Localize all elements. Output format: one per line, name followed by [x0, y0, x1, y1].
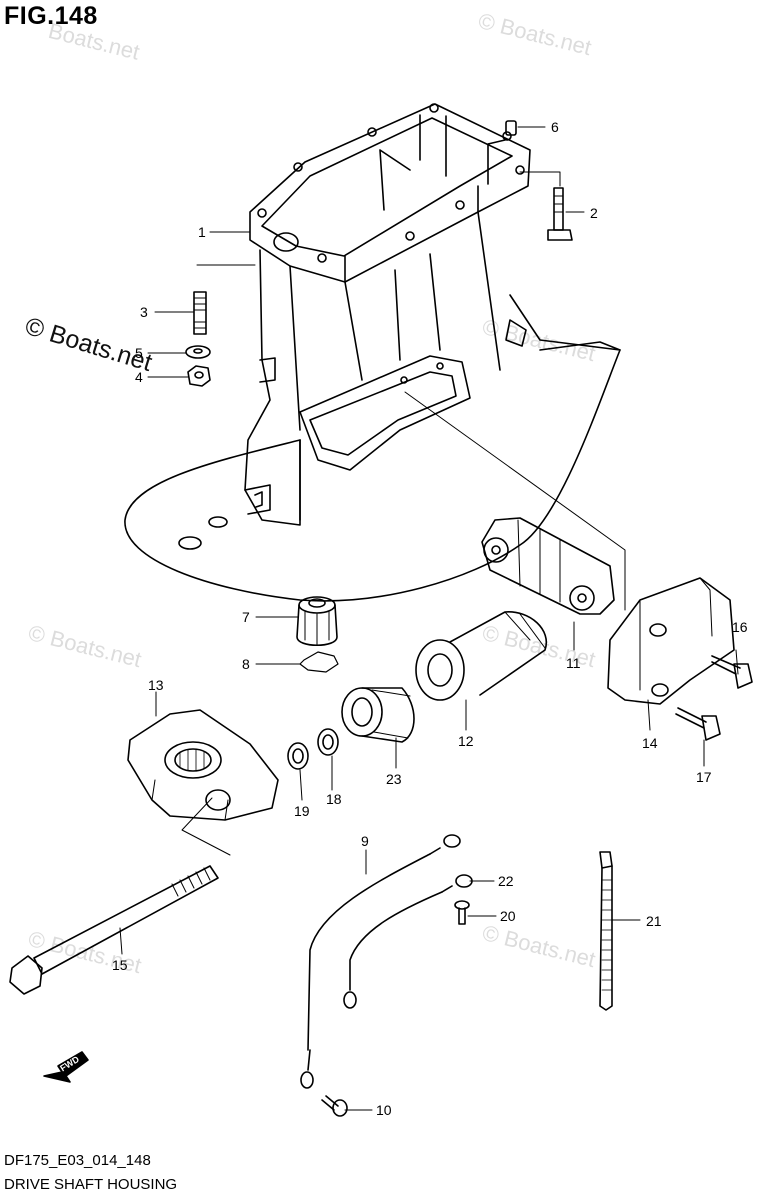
- long-bolt-part-15: [9, 865, 219, 995]
- callout-12: 12: [458, 733, 474, 749]
- model-code: DF175_E03_014_148: [4, 1152, 151, 1169]
- ground-wire-part-22: [343, 874, 473, 1009]
- callout-5: 5: [135, 345, 143, 361]
- mount-bracket-part-11: [481, 517, 615, 615]
- callout-19: 19: [294, 803, 310, 819]
- section-name: DRIVE SHAFT HOUSING: [4, 1176, 178, 1193]
- dowel-pin-part-6: [505, 120, 517, 136]
- rubber-mount-part-12: [415, 611, 548, 701]
- lower-mount-part-13: [127, 709, 279, 821]
- callout-18: 18: [326, 791, 342, 807]
- callout-6: 6: [551, 119, 559, 135]
- callout-4: 4: [135, 369, 143, 385]
- figure-title: FIG.148: [4, 2, 98, 30]
- cable-tie-part-21: [599, 851, 613, 1011]
- washer-part-18: [317, 728, 339, 756]
- drive-shaft-housing: [124, 103, 621, 602]
- callout-22: 22: [498, 873, 514, 889]
- callout-1: 1: [198, 224, 206, 240]
- callout-13: 13: [148, 677, 164, 693]
- callout-10: 10: [376, 1102, 392, 1118]
- washer-part-19: [287, 742, 309, 770]
- assembly-line-mount: [404, 391, 626, 611]
- mount-bracket-part-14: [607, 577, 735, 705]
- assembly-line-bolt-15: [181, 797, 231, 856]
- bolt-part-17: [675, 707, 721, 741]
- nut-part-4: [187, 365, 211, 387]
- callout-14: 14: [642, 735, 658, 751]
- callout-7: 7: [242, 609, 250, 625]
- washer-part-5: [185, 345, 211, 359]
- screw-part-10: [321, 1095, 348, 1117]
- stud-part-3: [193, 264, 256, 335]
- screw-part-20: [454, 900, 470, 925]
- leader-lines: [119, 126, 739, 1111]
- fwd-arrow-icon: FWD: [43, 1051, 89, 1083]
- callout-9: 9: [361, 833, 369, 849]
- bolt-part-16: [711, 655, 753, 689]
- callout-20: 20: [500, 908, 516, 924]
- callout-numbers: 1 2 3 5 4 6 7 8 11 12 23 18 19 13 14 16 …: [112, 119, 748, 1118]
- bolt-part-2: [519, 171, 573, 241]
- callout-3: 3: [140, 304, 148, 320]
- spacer-part-23: [341, 687, 415, 743]
- circlip-part-8: [299, 651, 339, 673]
- callout-21: 21: [646, 913, 662, 929]
- ground-wire-part-9: [300, 834, 461, 1089]
- callout-23: 23: [386, 771, 402, 787]
- grommet-part-7: [296, 596, 338, 647]
- callout-8: 8: [242, 656, 250, 672]
- callout-16: 16: [732, 619, 748, 635]
- callout-2: 2: [590, 205, 598, 221]
- callout-17: 17: [696, 769, 712, 785]
- callout-15: 15: [112, 957, 128, 973]
- callout-11: 11: [566, 655, 581, 671]
